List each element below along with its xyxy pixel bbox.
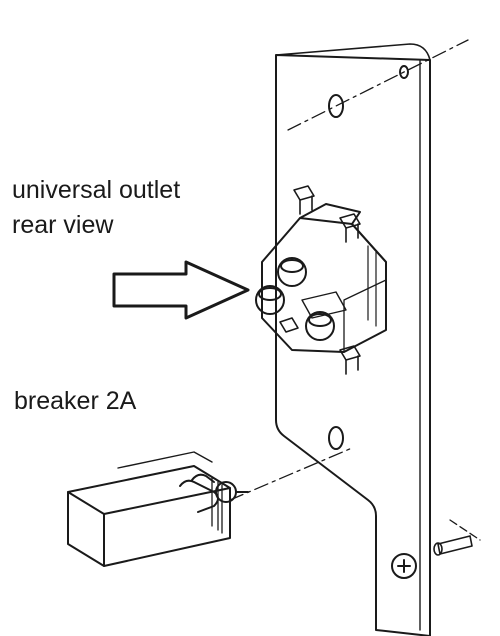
top-small-hole	[399, 65, 409, 79]
upper-hole	[328, 94, 344, 118]
label-rear-view: rear view	[12, 211, 114, 239]
universal-outlet	[255, 185, 387, 375]
breaker-switch	[67, 451, 249, 567]
mounting-plate	[275, 43, 431, 636]
pin-icon	[433, 535, 473, 556]
arrow-right-icon	[112, 260, 250, 320]
lower-hole	[328, 426, 344, 450]
label-universal-outlet: universal outlet	[12, 176, 181, 204]
label-breaker: breaker 2A	[14, 387, 137, 415]
axis-lines	[229, 39, 469, 501]
screw-icon	[391, 553, 417, 579]
